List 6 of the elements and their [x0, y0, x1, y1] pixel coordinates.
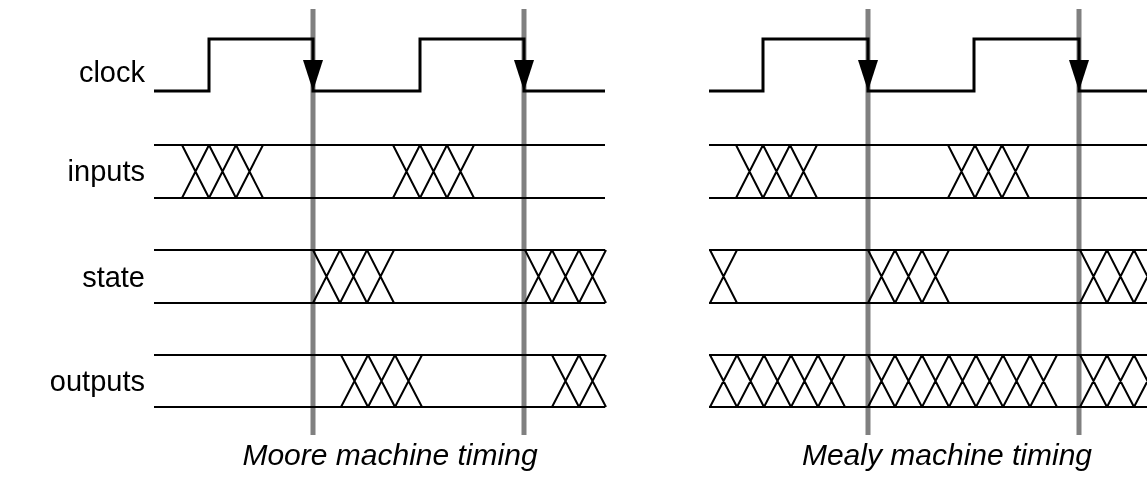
signal-label: outputs	[48, 367, 145, 396]
caption: Mealy machine timing	[800, 440, 1094, 470]
signal-label: state	[81, 263, 145, 292]
signal-label: inputs	[66, 157, 145, 186]
caption: Moore machine timing	[241, 440, 539, 470]
signal-label: clock	[77, 58, 145, 87]
